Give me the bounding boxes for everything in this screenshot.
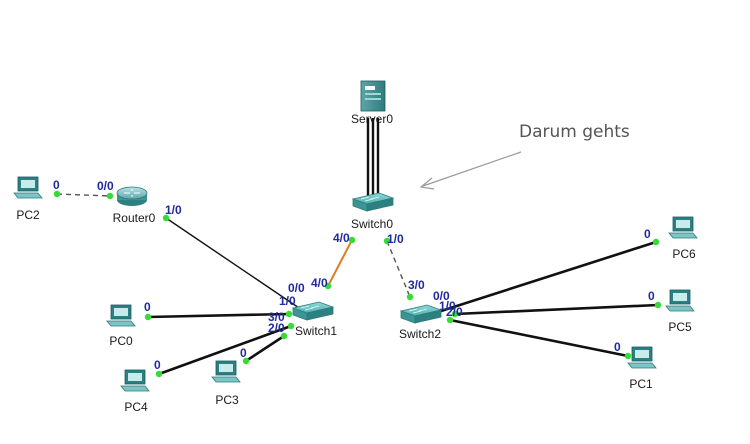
- pc-icon: [668, 216, 698, 239]
- link-switch0-switch1[interactable]: 4/0 4/0: [311, 231, 356, 290]
- port-dot: [624, 352, 632, 360]
- port-label: 0: [144, 300, 151, 314]
- port-label: 0: [53, 178, 60, 192]
- port-label: 0: [614, 340, 621, 354]
- port-label: 1/0: [387, 232, 404, 246]
- router-router0[interactable]: Router0: [113, 186, 156, 225]
- device-label: Switch0: [351, 217, 393, 231]
- port-label: 3/0: [268, 310, 285, 324]
- port-dot: [280, 332, 288, 340]
- pc-pc3[interactable]: PC3: [211, 360, 241, 407]
- port-dot: [106, 192, 114, 200]
- device-label: PC2: [16, 208, 40, 222]
- link-pc0-switch1[interactable]: 0 1/0: [144, 294, 296, 321]
- port-label: 2/0: [446, 305, 463, 319]
- device-label: PC5: [668, 320, 692, 334]
- device-label: Router0: [113, 211, 156, 225]
- port-dot: [406, 293, 414, 301]
- link-pc1-switch2[interactable]: 0 2/0: [446, 305, 632, 360]
- port-label: 0: [648, 289, 655, 303]
- port-dot: [446, 316, 454, 324]
- link-pc5-switch2[interactable]: 0 1/0: [439, 289, 662, 318]
- pc-pc0[interactable]: PC0: [106, 304, 136, 348]
- port-dot: [348, 236, 356, 244]
- port-dot: [285, 310, 293, 318]
- device-label: PC0: [109, 334, 133, 348]
- device-label: Switch1: [295, 324, 337, 338]
- switch-icon: [351, 192, 395, 212]
- annotation: Darum gehts: [419, 122, 630, 190]
- port-label: 0/0: [433, 289, 450, 303]
- link-switch0-switch2[interactable]: 1/0 3/0: [383, 232, 425, 301]
- port-dot: [451, 310, 459, 318]
- pc-icon: [627, 346, 657, 369]
- port-dot: [652, 238, 660, 246]
- server-icon: [360, 80, 386, 112]
- pc-icon: [211, 360, 241, 383]
- port-dot: [654, 301, 662, 309]
- device-label: PC1: [629, 377, 653, 391]
- port-label: 0: [644, 227, 651, 241]
- port-label: 1/0: [165, 203, 182, 217]
- link-pc2-router0[interactable]: 0 0/0: [53, 178, 114, 200]
- router-icon: [116, 186, 148, 206]
- port-dot: [383, 237, 391, 245]
- port-label: 4/0: [333, 231, 350, 245]
- pc-icon: [120, 369, 150, 392]
- switch-icon: [291, 301, 335, 321]
- port-label: 0/0: [97, 179, 114, 193]
- port-label: 0/0: [288, 281, 305, 295]
- switch-switch0[interactable]: Switch0: [351, 192, 395, 231]
- port-dot: [144, 313, 152, 321]
- pc-icon: [106, 304, 136, 327]
- port-dot: [287, 322, 295, 330]
- port-label: 1/0: [279, 294, 296, 308]
- pc-pc4[interactable]: PC4: [120, 369, 150, 414]
- link-pc4-switch1[interactable]: 0 3/0: [154, 310, 295, 378]
- switch-icon: [399, 304, 443, 324]
- device-label: PC3: [215, 393, 239, 407]
- pc-icon: [665, 289, 695, 312]
- port-dot: [162, 214, 170, 222]
- port-dot: [324, 282, 332, 290]
- port-label: 3/0: [408, 278, 425, 292]
- pc-pc5[interactable]: PC5: [665, 289, 695, 334]
- annotation-arrow: [422, 151, 522, 187]
- pc-pc6[interactable]: PC6: [668, 216, 698, 261]
- pc-icon: [13, 176, 43, 199]
- port-dot: [155, 370, 163, 378]
- port-dot: [242, 357, 250, 365]
- device-label: PC4: [124, 400, 148, 414]
- annotation-arrowhead: [419, 177, 435, 190]
- port-label: 4/0: [311, 276, 328, 290]
- pc-pc2[interactable]: PC2: [13, 176, 43, 222]
- device-label: PC6: [672, 247, 696, 261]
- device-label: Switch2: [399, 327, 441, 341]
- device-label: Server0: [351, 112, 393, 126]
- port-label: 1/0: [439, 299, 456, 313]
- port-dot: [53, 190, 61, 198]
- port-label: 2/0: [268, 321, 285, 335]
- link-pc6-switch2[interactable]: 0 0/0: [433, 227, 660, 316]
- link-server0-switch0[interactable]: [366, 118, 380, 196]
- switch-switch1[interactable]: Switch1: [291, 301, 337, 338]
- port-label: 0: [154, 358, 161, 372]
- pc-pc1[interactable]: PC1: [627, 346, 657, 391]
- port-label: 0: [240, 346, 247, 360]
- link-pc3-switch1[interactable]: 0 2/0: [240, 321, 288, 365]
- switch-switch2[interactable]: Switch2: [399, 304, 443, 341]
- server-server0[interactable]: Server0: [351, 80, 393, 126]
- annotation-text: Darum gehts: [519, 122, 630, 142]
